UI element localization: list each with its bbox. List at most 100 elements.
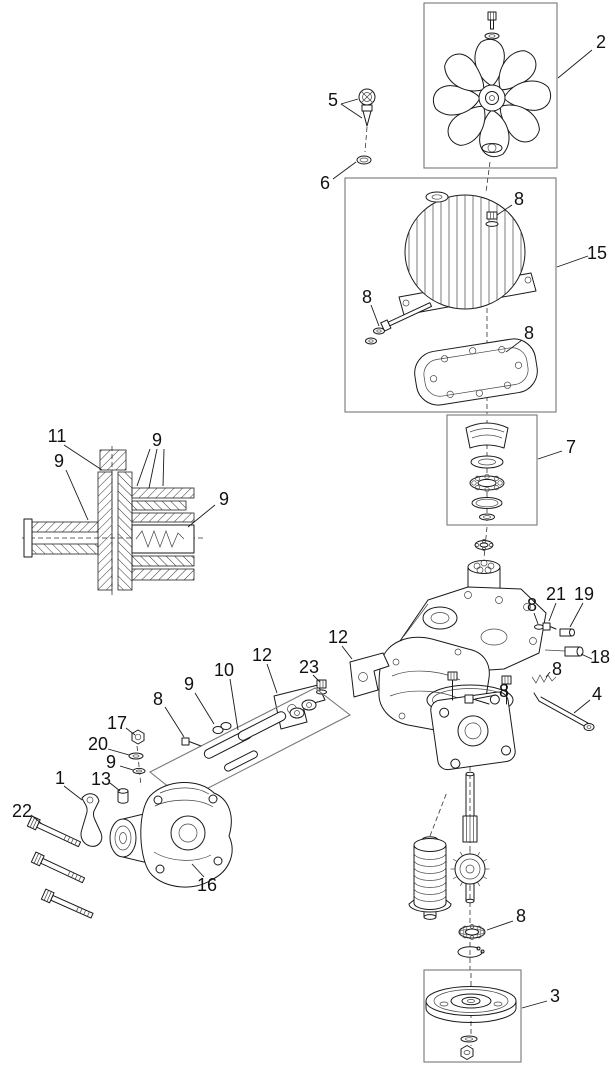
callout-label: 17 xyxy=(107,713,127,733)
callout-label: 22 xyxy=(12,801,32,821)
callout-label: 8 xyxy=(516,906,526,926)
bracket-upper xyxy=(349,652,390,698)
bracket-bolt xyxy=(316,679,327,695)
callout-leader xyxy=(545,671,551,678)
block-kit-frame xyxy=(446,414,538,526)
callout-label: 8 xyxy=(524,323,534,343)
callout-leader xyxy=(229,678,239,731)
callout-leader xyxy=(496,204,513,216)
pump-assembly xyxy=(109,781,233,888)
callout-label: 8 xyxy=(552,659,562,679)
callout-leader xyxy=(548,602,557,622)
callout-leader xyxy=(63,785,83,801)
housing-gasket xyxy=(414,338,538,406)
callout-leader xyxy=(569,602,584,628)
callout-leader xyxy=(119,765,134,771)
heatsink-kit-frame xyxy=(344,177,557,413)
filter-can xyxy=(408,836,452,920)
ball-bearing xyxy=(458,924,486,940)
callout-label: 18 xyxy=(590,647,610,667)
o-ring xyxy=(356,155,372,165)
vent-plug xyxy=(358,88,376,127)
block-kit xyxy=(465,422,509,521)
small-washer xyxy=(132,767,146,775)
callout-leader xyxy=(187,504,216,528)
callout-leader xyxy=(148,448,158,489)
pulley-kit-frame xyxy=(423,969,522,1063)
callout-leader xyxy=(474,694,497,700)
heatsink-cover xyxy=(398,191,537,316)
snap-ring xyxy=(457,945,486,958)
plug-fitting xyxy=(542,622,557,631)
callout-label: 12 xyxy=(252,645,272,665)
callout-leader xyxy=(537,450,563,460)
fitting-washer xyxy=(534,624,544,630)
callout-leader xyxy=(573,699,591,714)
pilot-bearing xyxy=(474,539,494,551)
callout-leader xyxy=(164,706,185,738)
spring xyxy=(531,674,557,684)
cover-stud xyxy=(380,302,433,332)
callout-leader xyxy=(505,339,523,353)
callout-leader xyxy=(332,161,357,180)
spacer xyxy=(117,788,129,804)
callout-leader xyxy=(162,448,165,487)
callout-leader xyxy=(370,304,380,327)
callout-leader xyxy=(340,103,363,119)
callout-leader xyxy=(266,663,278,694)
callout-leader xyxy=(580,653,593,660)
callout-label: 12 xyxy=(328,627,348,647)
callout-label: 19 xyxy=(574,584,594,604)
mount-bracket xyxy=(80,793,103,847)
callout-leader xyxy=(557,49,593,79)
dowel-pins xyxy=(203,711,287,772)
callout-label: 9 xyxy=(106,752,116,772)
callout-label: 21 xyxy=(546,584,566,604)
callout-leader xyxy=(136,448,151,487)
callout-leader xyxy=(107,748,130,756)
small-bolt-left xyxy=(181,737,202,747)
callout-label: 4 xyxy=(592,684,602,704)
pin-washers xyxy=(212,699,317,734)
cooling-fan xyxy=(432,38,552,158)
bypass-fitting xyxy=(544,646,584,657)
stud-washers xyxy=(365,327,385,345)
fan-washer xyxy=(484,32,500,40)
callout-label: 8 xyxy=(362,287,372,307)
pulley-nut xyxy=(460,1045,474,1060)
callout-label: 23 xyxy=(299,657,319,677)
callout-leader xyxy=(340,98,359,105)
callout-label: 9 xyxy=(152,430,162,450)
callout-label: 8 xyxy=(514,189,524,209)
callout-leader xyxy=(194,692,215,725)
charge-pump-cover xyxy=(430,691,516,771)
callout-label: 8 xyxy=(499,681,509,701)
callout-label: 9 xyxy=(54,451,64,471)
fan-bolt xyxy=(487,11,497,30)
output-shaft xyxy=(462,771,478,843)
cover-bolts xyxy=(447,671,512,705)
pulley-washer xyxy=(460,1035,478,1043)
fan-hub xyxy=(481,143,503,153)
side-bolt xyxy=(464,694,490,705)
callout-leader xyxy=(65,469,89,521)
callout-leader xyxy=(341,645,353,660)
callout-label: 16 xyxy=(197,875,217,895)
callout-label: 2 xyxy=(596,32,606,52)
callout-leader xyxy=(63,444,103,471)
callout-label: 8 xyxy=(527,595,537,615)
idler-nut xyxy=(131,729,145,745)
callout-label: 11 xyxy=(48,426,67,446)
callout-leader xyxy=(125,727,136,736)
callout-leader xyxy=(521,1000,548,1009)
callout-label: 8 xyxy=(153,689,163,709)
callout-leader xyxy=(191,863,205,878)
callout-label: 20 xyxy=(88,734,108,754)
callout-label: 3 xyxy=(550,986,560,1006)
callout-label: 7 xyxy=(566,437,576,457)
callout-leader xyxy=(30,814,43,825)
callout-leader xyxy=(312,674,321,683)
